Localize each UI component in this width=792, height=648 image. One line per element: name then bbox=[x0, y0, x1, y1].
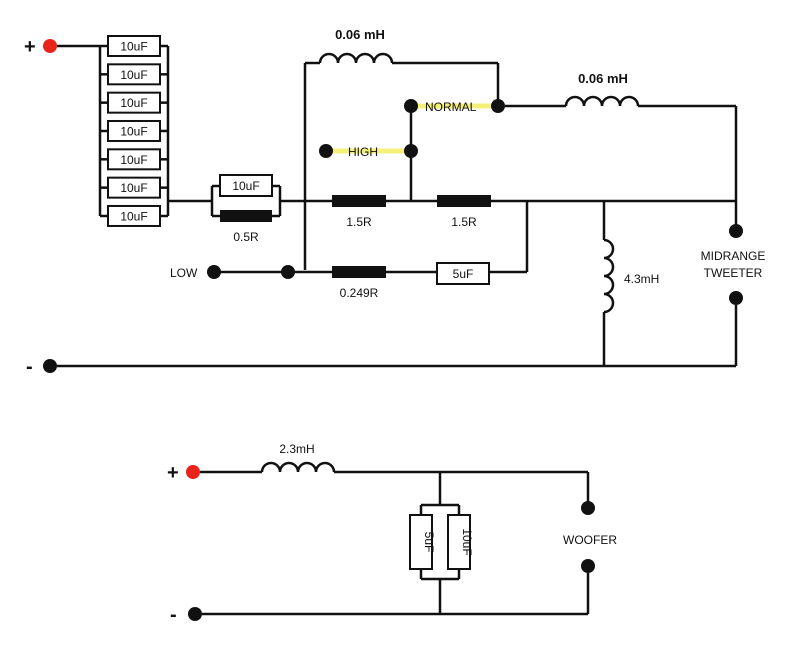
bank-capacitor-label: 10uF bbox=[120, 68, 147, 82]
woofer-negative-terminal[interactable] bbox=[188, 607, 202, 621]
parallel-resistor bbox=[220, 210, 272, 222]
normal-label: NORMAL bbox=[425, 100, 477, 114]
bank-capacitor bbox=[107, 148, 161, 171]
inductor-top bbox=[318, 52, 394, 64]
bank-capacitor-label: 10uF bbox=[120, 124, 147, 138]
low-label: LOW bbox=[170, 266, 198, 280]
normal-junction[interactable] bbox=[491, 99, 505, 113]
high-contact[interactable] bbox=[319, 144, 333, 158]
inductor-shunt bbox=[603, 238, 615, 314]
resistor-1-5r-b bbox=[437, 195, 491, 207]
high-label: HIGH bbox=[348, 145, 378, 159]
bank-capacitor bbox=[107, 91, 161, 114]
low-junction[interactable] bbox=[281, 265, 295, 279]
load-terminal-positive[interactable] bbox=[729, 224, 743, 238]
woofer-minus-sign: - bbox=[170, 604, 177, 626]
tweeter-midrange-network: + 10uF 10uF 10uF 10uF 10uF 10uF 10uF 10uF 0.5R… bbox=[24, 27, 765, 378]
woofer-cap-2-label: 10uF bbox=[460, 528, 474, 555]
resistor-a-label: 1.5R bbox=[346, 215, 372, 229]
woofer-label: WOOFER bbox=[563, 533, 617, 547]
positive-terminal[interactable] bbox=[43, 39, 57, 53]
bank-capacitor-label: 10uF bbox=[120, 40, 147, 54]
load-label-tweeter: TWEETER bbox=[704, 266, 763, 280]
bank-capacitor bbox=[107, 63, 161, 86]
load-label-midrange: MIDRANGE bbox=[701, 249, 766, 263]
high-junction[interactable] bbox=[404, 144, 418, 158]
inductor-top-label: 0.06 mH bbox=[335, 27, 385, 42]
resistor-0-249r bbox=[332, 266, 386, 278]
parallel-resistor-label: 0.5R bbox=[233, 230, 259, 244]
minus-sign: - bbox=[26, 356, 33, 378]
inductor-right-label: 0.06 mH bbox=[578, 71, 628, 86]
woofer-terminal-negative[interactable] bbox=[581, 559, 595, 573]
load-terminal-negative[interactable] bbox=[729, 291, 743, 305]
woofer-positive-terminal[interactable] bbox=[186, 465, 200, 479]
capacitor-low-label: 5uF bbox=[453, 267, 474, 281]
bank-capacitor bbox=[107, 176, 161, 199]
resistor-b-label: 1.5R bbox=[451, 215, 477, 229]
bank-capacitor-label: 10uF bbox=[120, 96, 147, 110]
plus-sign: + bbox=[24, 36, 36, 58]
bank-capacitor bbox=[107, 204, 161, 227]
woofer-inductor bbox=[260, 461, 336, 473]
woofer-cap-1-label: 5uF bbox=[422, 532, 436, 553]
bank-capacitor-label: 10uF bbox=[120, 209, 147, 223]
woofer-plus-sign: + bbox=[167, 462, 179, 484]
woofer-inductor-label: 2.3mH bbox=[279, 442, 314, 456]
capacitor-5uf-low bbox=[436, 262, 490, 285]
woofer-network: + 2.3mH 5uF 10uF WOOFER - bbox=[167, 442, 617, 626]
inductor-shunt-label: 4.3mH bbox=[624, 272, 659, 286]
bank-capacitor bbox=[107, 119, 161, 142]
parallel-capacitor-label: 10uF bbox=[232, 179, 259, 193]
bank-capacitor bbox=[107, 35, 161, 57]
inductor-right bbox=[564, 95, 640, 107]
capacitor-bank: 10uF 10uF 10uF 10uF 10uF 10uF 10uF bbox=[100, 35, 168, 227]
bank-capacitor-label: 10uF bbox=[120, 181, 147, 195]
resistor-1-5r-a bbox=[332, 195, 386, 207]
resistor-low-label: 0.249R bbox=[340, 286, 379, 300]
woofer-terminal-positive[interactable] bbox=[581, 501, 595, 515]
negative-terminal[interactable] bbox=[43, 359, 57, 373]
bank-capacitor-label: 10uF bbox=[120, 153, 147, 167]
